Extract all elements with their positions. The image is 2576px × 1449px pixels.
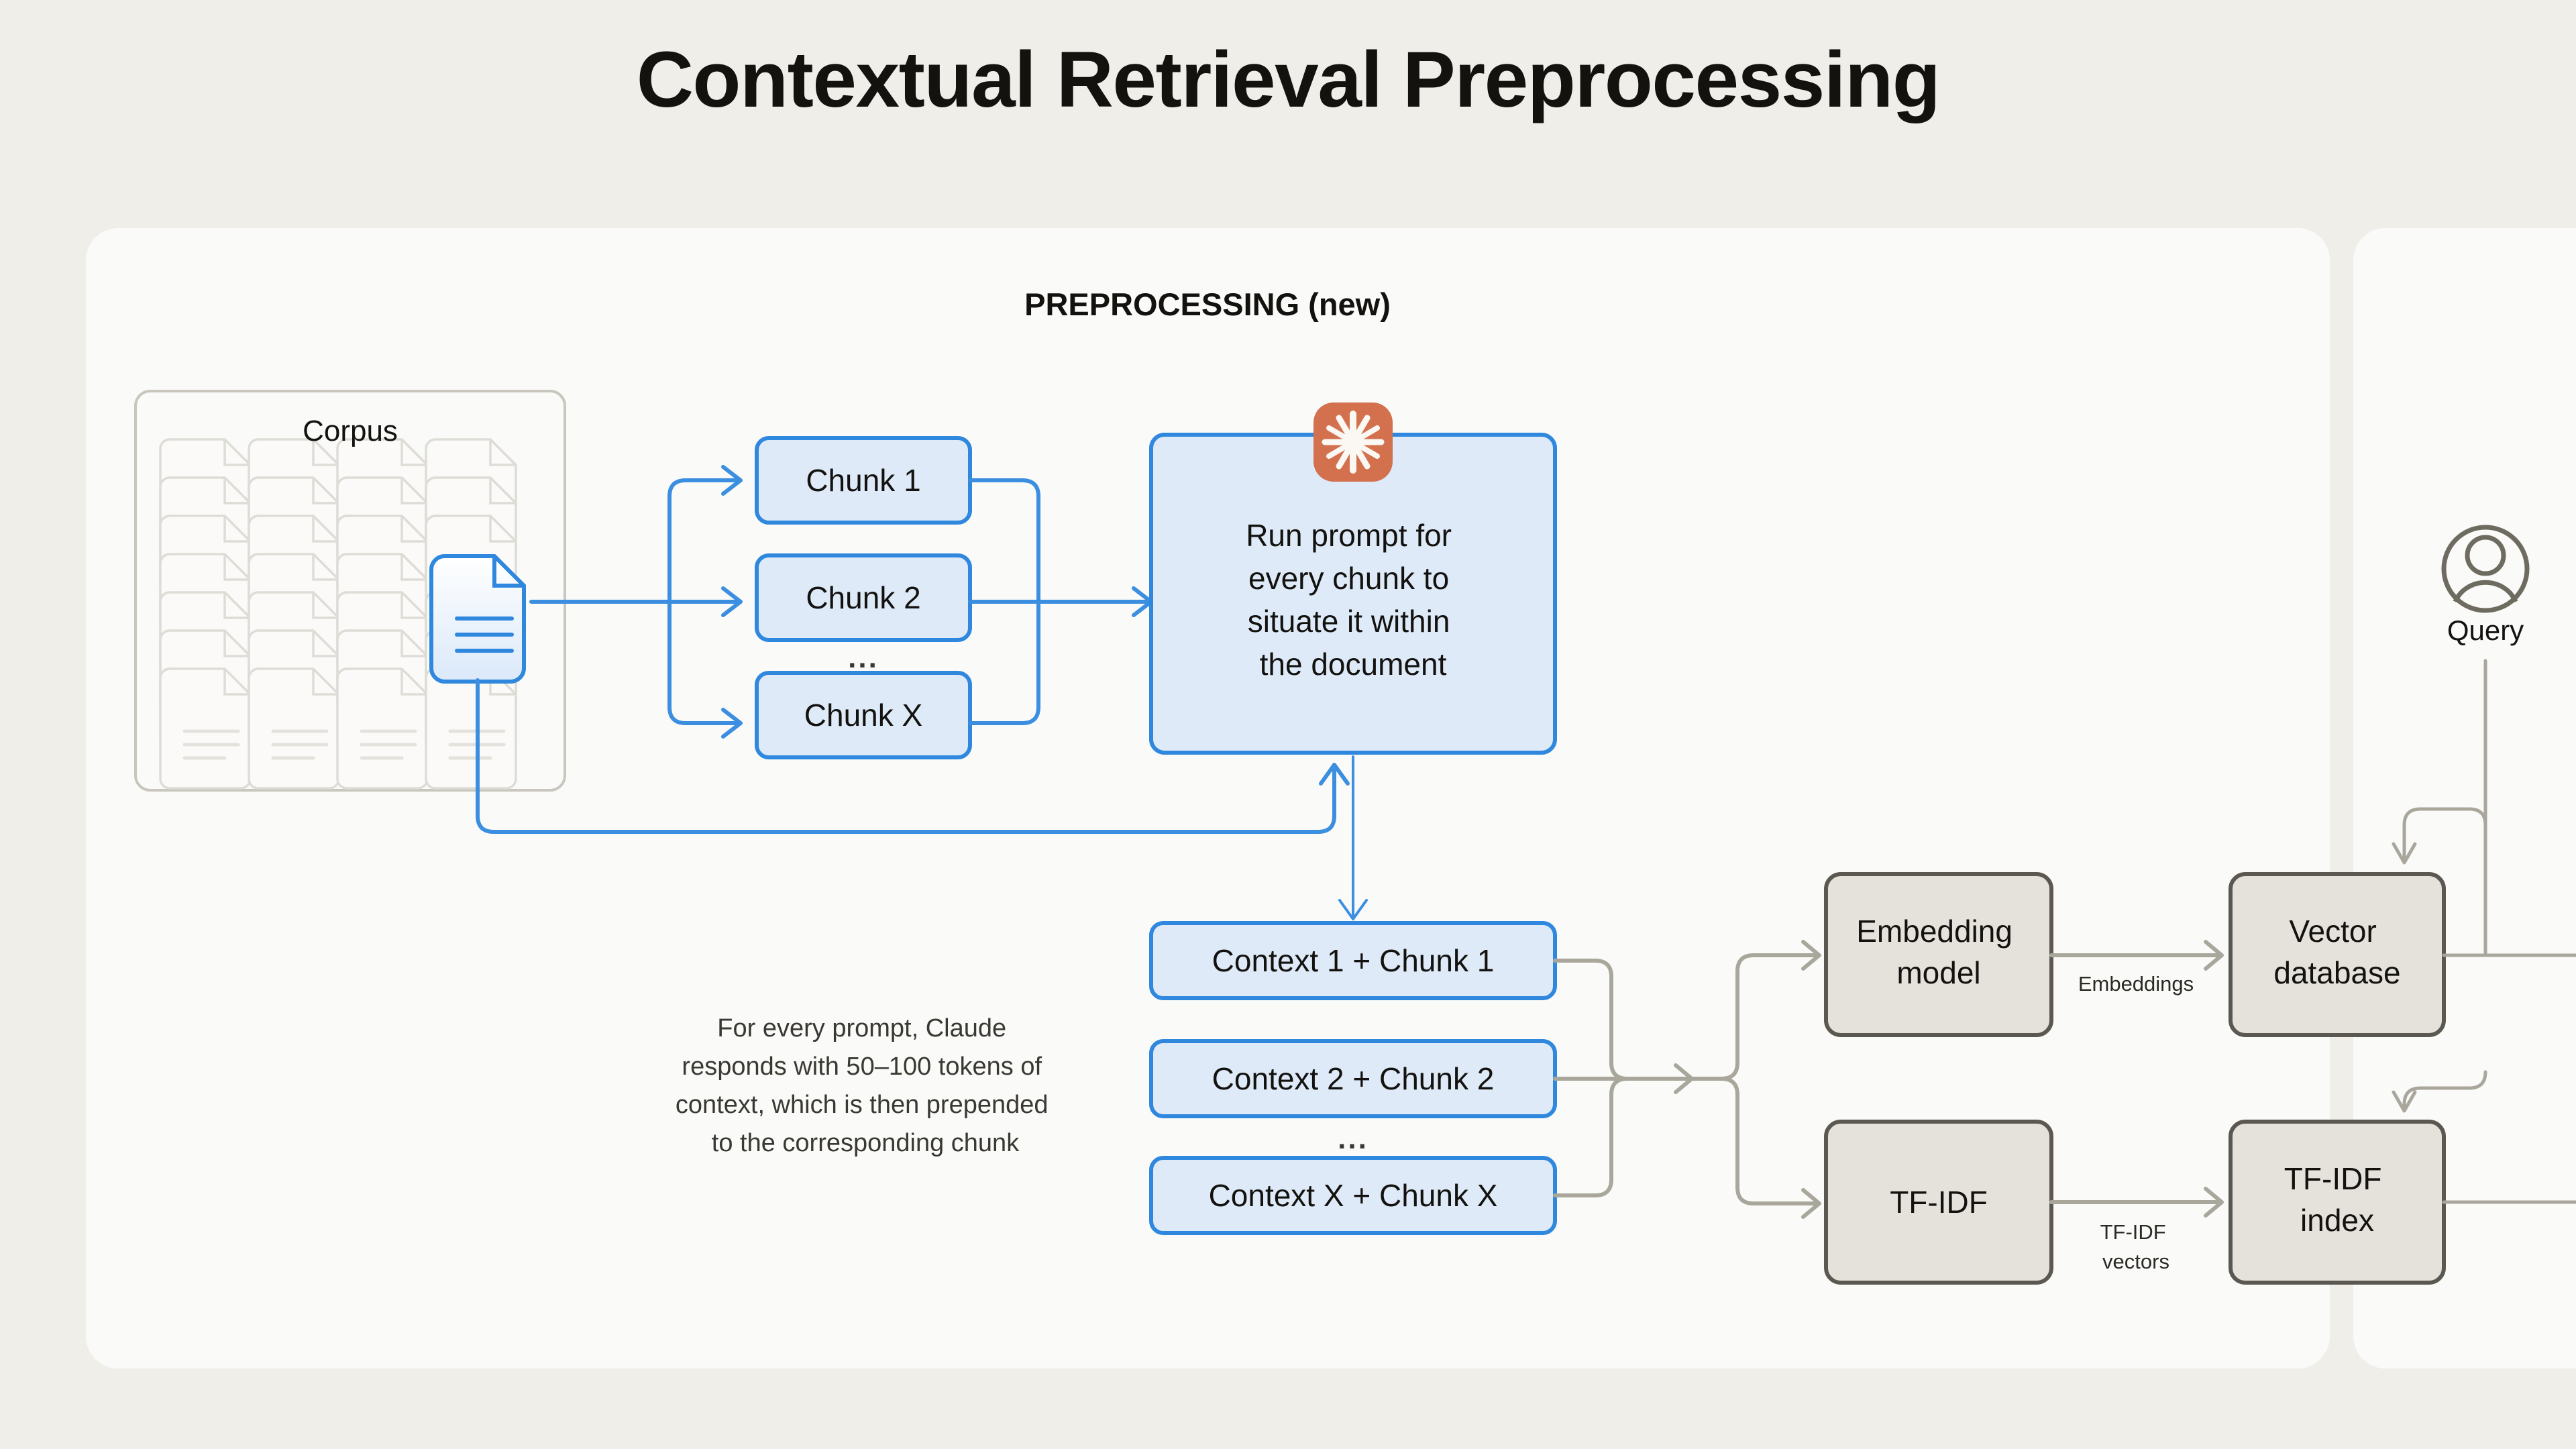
query-label: Query xyxy=(2447,614,2524,646)
retrieval-panel xyxy=(2353,228,2576,1368)
chunk-ellipsis: ... xyxy=(848,641,879,674)
chunk-box-2[interactable] xyxy=(755,553,972,642)
vector-database-box[interactable] xyxy=(2229,872,2446,1037)
context-1-label: Context 1 + Chunk 1 xyxy=(1212,943,1495,978)
corpus-ghost-documents xyxy=(159,438,517,790)
claude-starburst-icon xyxy=(1313,402,1393,482)
prompt-to-context-arrow xyxy=(1338,755,1368,920)
tfidf-index-label: TF-IDF index xyxy=(2284,1161,2390,1238)
embeddings-edge-label: Embeddings xyxy=(2078,972,2194,996)
note-text: For every prompt, Claude responds with 5… xyxy=(676,1014,1055,1157)
document-to-prompt-feedback xyxy=(476,678,1350,834)
embeddings-edge xyxy=(2049,940,2224,971)
embedding-model-label: Embedding model xyxy=(1856,914,2021,990)
user-circle-icon xyxy=(2441,525,2530,613)
corpus-highlighted-document xyxy=(429,554,526,684)
preprocessing-panel xyxy=(86,228,2330,1368)
context-x-label: Context X + Chunk X xyxy=(1209,1178,1498,1213)
tfidf-vectors-edge xyxy=(2049,1187,2224,1218)
context-ellipsis: ... xyxy=(1338,1122,1368,1155)
embedding-model-box[interactable] xyxy=(1824,872,2053,1037)
chunk-2-label: Chunk 2 xyxy=(806,580,920,615)
context-2-label: Context 2 + Chunk 2 xyxy=(1212,1061,1495,1096)
chunk-1-label: Chunk 1 xyxy=(806,463,920,498)
chunks-to-prompt-connectors xyxy=(968,478,1153,725)
chunk-x-label: Chunk X xyxy=(804,698,922,733)
section-label: PREPROCESSING (new) xyxy=(1024,286,1391,322)
corpus-frame xyxy=(134,390,566,792)
query-to-indexes-connectors xyxy=(2392,659,2487,1113)
tfidf-label: TF-IDF xyxy=(1890,1185,1988,1220)
corpus-label: Corpus xyxy=(303,415,398,447)
vector-database-label: Vector database xyxy=(2273,914,2400,990)
tfidf-vectors-edge-label: TF-IDF vectors xyxy=(2100,1220,2172,1273)
tfidf-index-box[interactable] xyxy=(2229,1120,2446,1285)
contexts-to-pipeline-connectors xyxy=(1553,940,1821,1219)
chunk-box-x[interactable] xyxy=(755,671,972,759)
prompt-box-text: Run prompt for every chunk to situate it… xyxy=(1246,518,1460,682)
page-title: Contextual Retrieval Preprocessing xyxy=(636,36,1941,124)
corpus-to-chunks-connectors xyxy=(529,465,743,739)
outbound-edges xyxy=(2442,953,2576,1204)
